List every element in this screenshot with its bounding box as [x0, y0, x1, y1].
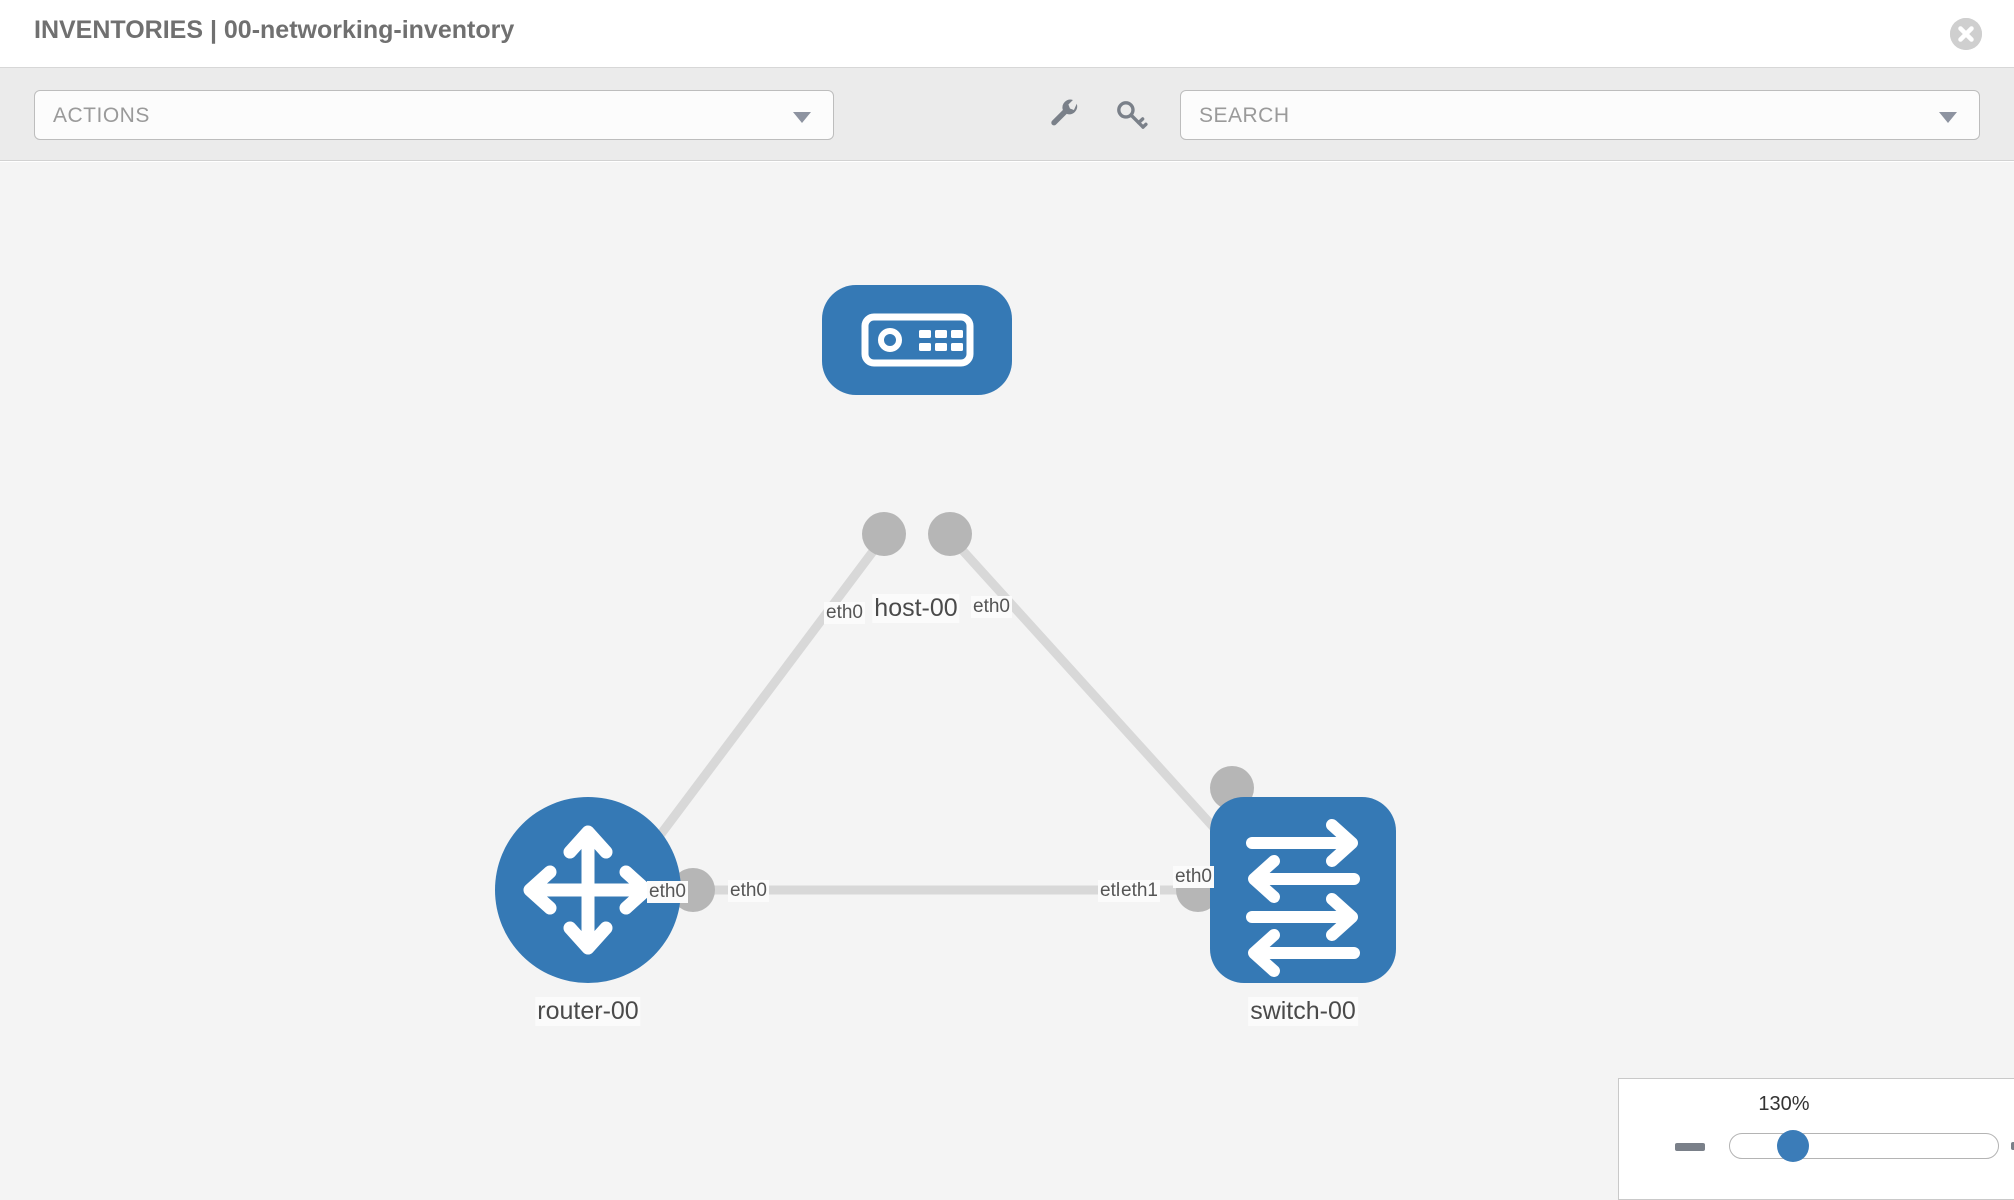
- actions-dropdown-label: ACTIONS: [53, 104, 150, 127]
- zoom-slider-handle[interactable]: [1777, 1130, 1809, 1162]
- zoom-out-button[interactable]: [1675, 1143, 1705, 1151]
- node-router-00: [495, 797, 681, 983]
- iface-label: eth1: [1119, 880, 1160, 902]
- page-header: INVENTORIES | 00-networking-inventory: [0, 0, 2014, 68]
- zoom-percent-label: 130%: [1758, 1093, 1810, 1115]
- close-icon[interactable]: [1950, 18, 1982, 50]
- socket-host-left: [862, 512, 906, 556]
- topology-sockets: [671, 512, 1254, 912]
- wrench-icon[interactable]: [1040, 90, 1090, 140]
- actions-dropdown[interactable]: ACTIONS: [34, 90, 834, 140]
- iface-label: eth0: [824, 602, 865, 624]
- toolbar: ACTIONS SEARCH: [0, 68, 2014, 161]
- iface-label: eth0: [728, 880, 769, 902]
- key-icon[interactable]: [1106, 90, 1156, 140]
- topology-canvas[interactable]: eth0 eth0 eth0 eth0 eth0 eth1 eth0 host-…: [0, 162, 2014, 1200]
- node-label-router-00: router-00: [535, 997, 641, 1026]
- iface-label: eth0: [647, 881, 688, 903]
- edge-host-router: [636, 539, 884, 865]
- search-input[interactable]: SEARCH: [1180, 90, 1980, 140]
- node-host-00: [822, 285, 1012, 395]
- node-label-switch-00: switch-00: [1248, 997, 1358, 1026]
- zoom-slider-track[interactable]: [1729, 1133, 1999, 1159]
- search-placeholder: SEARCH: [1199, 104, 1290, 127]
- chevron-down-icon: [793, 112, 811, 123]
- socket-host-right: [928, 512, 972, 556]
- chevron-down-icon[interactable]: [1939, 112, 1957, 123]
- iface-label: eth0: [971, 596, 1012, 618]
- zoom-control: 130%: [1618, 1078, 2014, 1200]
- zoom-in-button[interactable]: [2011, 1131, 2014, 1161]
- page-title: INVENTORIES | 00-networking-inventory: [34, 16, 515, 44]
- node-switch-00: [1210, 797, 1396, 983]
- edge-host-switch: [951, 538, 1249, 866]
- iface-label: eth0: [1173, 866, 1214, 888]
- node-label-host-00: host-00: [872, 594, 960, 623]
